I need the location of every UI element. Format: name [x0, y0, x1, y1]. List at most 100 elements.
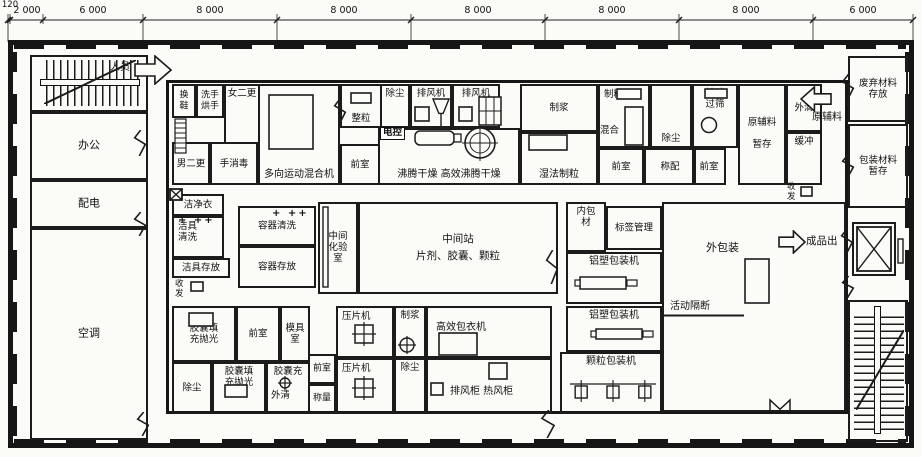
room-label-tablet-press-room-2: 压片机 — [342, 363, 371, 374]
door-icon — [841, 154, 855, 178]
room-container-storage: 容器存放 — [238, 246, 316, 288]
air-handler-icon — [478, 96, 502, 126]
pass-box-icon — [800, 186, 813, 197]
tap-marks-icon: + ++ — [178, 215, 215, 226]
high-eff-dryer-icon — [462, 125, 498, 161]
stairs-diagonal-icon — [856, 330, 904, 410]
room-intermediate-qc-lab: 中间 化验 室 — [318, 202, 358, 294]
room-label-blister-packing-1: 铝塑包装机 — [589, 256, 639, 267]
fan-unit-icon — [414, 106, 430, 122]
room-label-dedusting-2: 除尘 — [661, 132, 681, 144]
dimension-label: 8 000 — [330, 5, 358, 16]
door-icon — [333, 98, 347, 124]
room-waste-material-storage: 废弃材料 存放 — [848, 56, 908, 122]
label-pass-window-right: 收 发 — [787, 182, 796, 202]
filling-head-icon — [278, 376, 292, 390]
pass-box-icon — [190, 281, 204, 292]
room-cleaning-tool-wash: 洁具 清洗 — [172, 216, 224, 258]
junction-box-icon — [169, 188, 183, 201]
room-label-buffer: 缓冲 — [794, 136, 814, 147]
room-label-wet-granulation: 湿法制粒 — [539, 169, 579, 181]
room-dedusting-1: 除尘 — [380, 84, 410, 128]
tablet-press-icon — [352, 376, 376, 400]
room-label-intermediate-qc-lab: 中间 化验 室 — [328, 231, 348, 265]
dimension-label: 2 000 — [13, 5, 41, 16]
room-exhaust-hot-air-cabinets: 排风柜 热风柜 — [426, 358, 552, 414]
tablet-press-icon — [352, 322, 376, 346]
room-label-dedusting-3: 除尘 — [182, 382, 202, 394]
room-label-exhaust-hot-air-cabinets: 排风柜 热风柜 — [450, 386, 514, 397]
room-label-women-change: 女二更 — [227, 88, 257, 99]
room-women-change: 女二更 — [224, 84, 260, 144]
label-pass-window-left: 收 发 — [175, 279, 184, 299]
room-label-outer-packaging: 外包装 — [706, 241, 739, 254]
ladder-icon — [174, 118, 187, 154]
tap-marks-icon: + ++ — [272, 208, 309, 219]
room-tablet-press-room-2: 压片机 — [336, 358, 394, 414]
mixer-unit-icon — [624, 106, 644, 146]
room-label-anteroom-5: 前室 — [312, 363, 332, 374]
room-anteroom-5: 前室 — [308, 354, 336, 384]
room-power-distribution: 配电 — [30, 180, 148, 228]
room-men-change: 男二更 — [172, 142, 210, 185]
room-label-capsule-fill-polish-2: 胶囊填 充抛光 — [224, 366, 254, 389]
room-label-anteroom-4: 前室 — [248, 328, 268, 340]
room-label-management: 标签管理 — [606, 206, 662, 250]
room-outer-packaging: 外包装 — [662, 202, 846, 412]
room-label-label-management: 标签管理 — [614, 222, 654, 234]
room-capsule-fill-polish-1: 胶囊填 充抛光 — [172, 306, 236, 362]
room-container-wash: 容器清洗 — [238, 206, 316, 246]
room-anteroom-2: 前室 — [598, 148, 644, 185]
room-label-mold-room: 模具 室 — [285, 322, 305, 345]
door-icon — [136, 412, 150, 436]
room-mold-room: 模具 室 — [280, 306, 310, 362]
wall-window-band-bottom — [14, 439, 906, 443]
room-weighing-room: 称量 — [308, 384, 336, 414]
tap-marks-icon: + ++ — [272, 208, 309, 219]
room-label-fluid-bed-drying: 沸腾干燥 高效沸腾干燥 — [397, 169, 501, 181]
room-label-container-wash: 容器清洗 — [257, 220, 297, 232]
room-inner-packaging-material: 内包 材 — [566, 202, 606, 252]
room-tablet-press-room-1: 压片机 — [336, 306, 394, 358]
room-packaging-material-storage: 包装材料 暂存 — [848, 124, 908, 208]
slurry-pump-icon — [398, 336, 416, 354]
hot-air-cabinet-icon — [488, 362, 508, 380]
exhaust-cabinet-icon — [430, 382, 444, 396]
room-label-power-distribution: 配电 — [78, 196, 100, 210]
sizing-machine-icon — [350, 92, 372, 104]
granule-packer-icon — [570, 378, 656, 402]
room-label-weighing-dispensing: 称配 — [660, 160, 680, 172]
dimension-label: 8 000 — [196, 5, 224, 16]
room-label-anteroom-3: 前室 — [699, 160, 719, 172]
building-outline — [8, 40, 914, 448]
room-wet-granulation: 湿法制粒 — [520, 132, 598, 185]
room-label-dedusting-4: 除尘 — [400, 362, 420, 373]
capsule-machine-icon — [224, 384, 248, 398]
room-label-anteroom-1: 前室 — [350, 158, 370, 170]
room-office: 办公 — [30, 112, 148, 180]
room-label-blister-packing-2: 铝塑包装机 — [589, 310, 639, 321]
room-label-slurry-prep-1: 制浆 — [549, 102, 569, 114]
room-granulation: 制粒 — [598, 84, 650, 148]
room-label-hvac: 空调 — [78, 326, 100, 340]
room-blister-packing-2: 铝塑包装机 — [566, 306, 662, 352]
room-change-shoes: 换 鞋 — [172, 84, 196, 118]
stairs-diagonal-icon — [44, 60, 136, 104]
room-label-granulation: 制粒 — [604, 89, 624, 100]
room-label-container-storage: 容器存放 — [257, 261, 297, 273]
blister-machine-icon — [574, 274, 638, 292]
room-slurry-prep-1: 制浆 — [520, 84, 598, 132]
dimension-line — [4, 14, 917, 42]
room-label-raw-material-temp-storage: 原辅料 暂存 — [747, 116, 777, 151]
raw-material-entry-arrow — [800, 86, 832, 112]
dimension-label: 8 000 — [464, 5, 492, 16]
room-raw-material-temp-storage: 原辅料 暂存 — [738, 84, 786, 185]
dimension-label: 6 000 — [79, 5, 107, 16]
room-label-multi-motion-mixer-room: 多向运动混合机 — [264, 169, 334, 181]
room-label-tablet-press-room-1: 压片机 — [342, 311, 371, 322]
double-door-icon — [768, 398, 792, 413]
room-label-cleaning-tool-wash: 洁具 清洗 — [178, 221, 198, 244]
room-label-office: 办公 — [78, 138, 100, 152]
dimension-label: 8 000 — [732, 5, 760, 16]
